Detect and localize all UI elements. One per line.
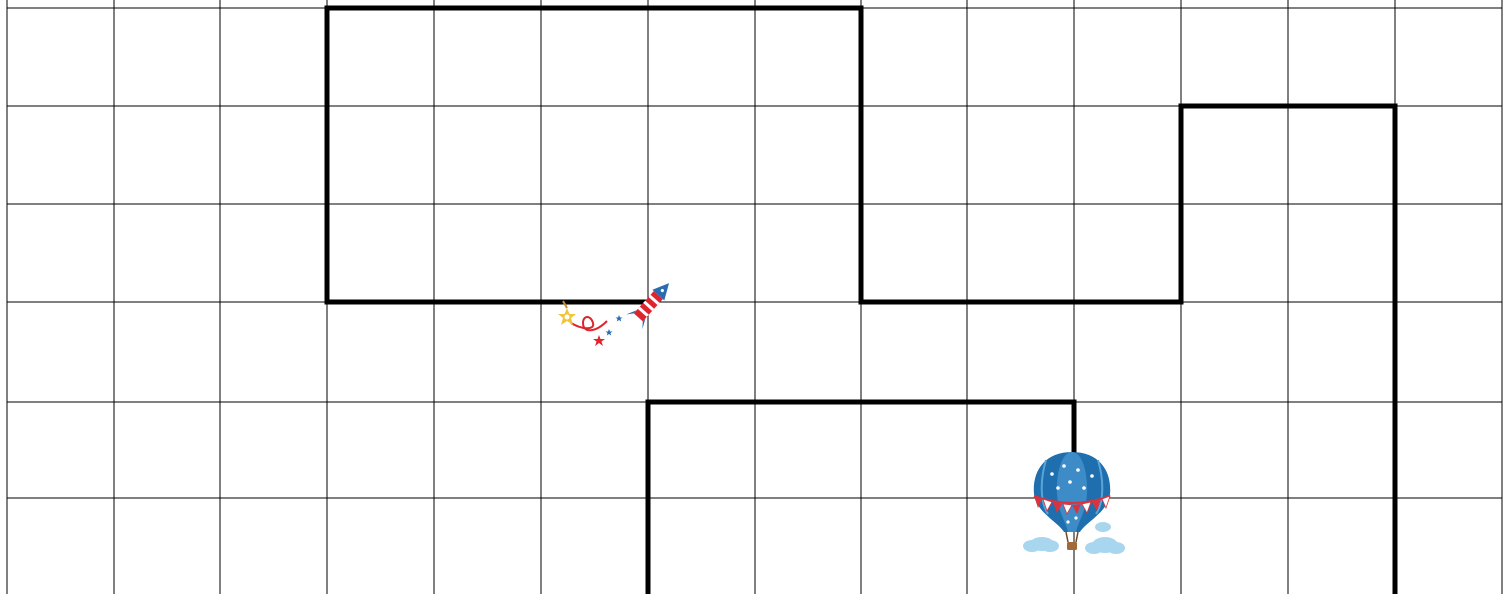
grid-lines bbox=[7, 0, 1502, 594]
firework-rocket-icon[interactable] bbox=[558, 276, 677, 346]
